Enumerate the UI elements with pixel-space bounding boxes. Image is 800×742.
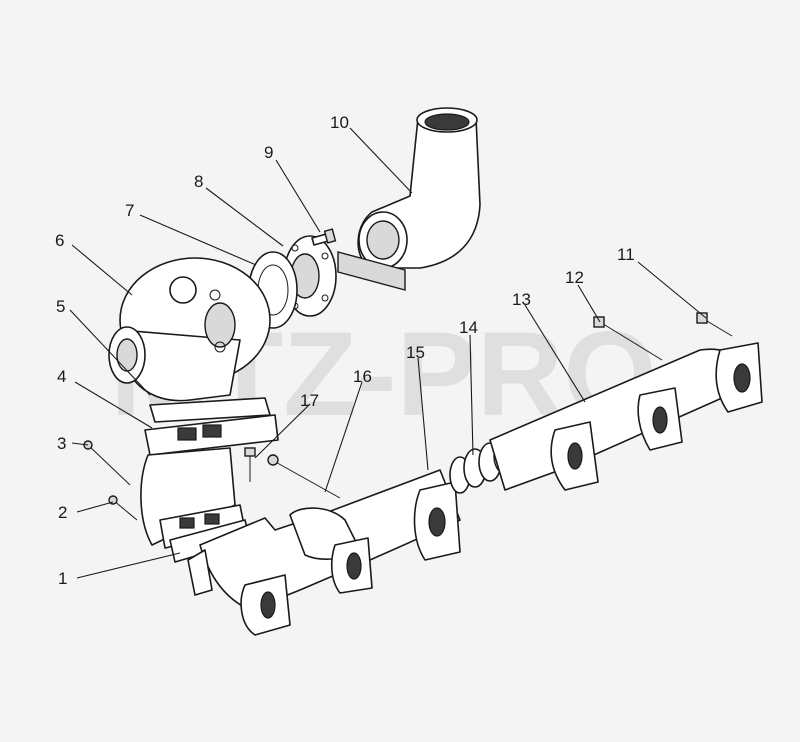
part-16-bolt	[267, 454, 341, 499]
callout-9: 9	[264, 143, 273, 162]
part-17-stud	[244, 447, 256, 482]
callout-4: 4	[57, 367, 66, 386]
callout-13: 13	[512, 290, 531, 309]
part-12-stud	[593, 316, 663, 361]
callout-1: 1	[58, 569, 67, 588]
callout-2: 2	[58, 503, 67, 522]
part-6-turbocharger	[108, 257, 271, 402]
part-11-bolt	[696, 312, 733, 337]
callout-8: 8	[194, 172, 203, 191]
part-9-bolt	[311, 228, 337, 246]
callout-5: 5	[56, 297, 65, 316]
part-13-rear-manifold	[489, 342, 763, 491]
callout-7: 7	[125, 201, 134, 220]
leader-lines	[69, 127, 707, 579]
callout-labels: 1 2 3 4 5 6 7 8 9 10 11 12 13 14 15 16 1…	[55, 113, 635, 588]
callout-10: 10	[330, 113, 349, 132]
front-manifold	[187, 469, 461, 636]
part-3-stud	[83, 440, 131, 486]
part-4-adapter-flange	[144, 414, 279, 456]
callout-15: 15	[406, 343, 425, 362]
callout-3: 3	[57, 434, 66, 453]
callout-11: 11	[617, 245, 635, 264]
callout-6: 6	[55, 231, 64, 250]
callout-14: 14	[459, 318, 478, 337]
callout-16: 16	[353, 367, 372, 386]
callout-12: 12	[565, 268, 584, 287]
part-2-bolt	[108, 495, 138, 521]
callout-17: 17	[300, 391, 319, 410]
part-10-elbow-pipe	[337, 107, 481, 291]
